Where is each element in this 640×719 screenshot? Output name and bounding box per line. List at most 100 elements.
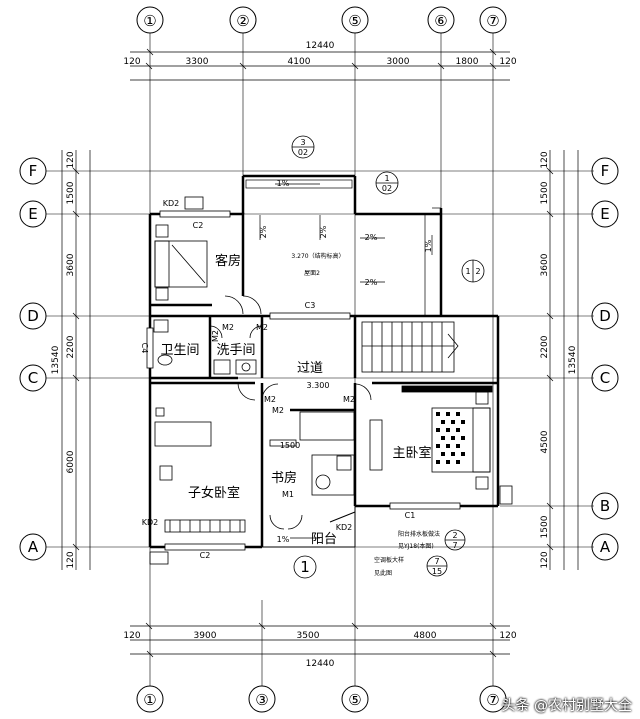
kd2-balcony: KD2 bbox=[336, 523, 353, 532]
door-m1: M1 bbox=[282, 490, 294, 499]
door-m2-4: M2 bbox=[264, 395, 276, 404]
left-dimension-lines bbox=[61, 150, 91, 570]
axis-label-left-A: A bbox=[28, 538, 39, 556]
bath-fixtures bbox=[153, 319, 257, 375]
dim-left-seg-1: 1500 bbox=[66, 181, 76, 204]
axis-label-right-F: F bbox=[601, 162, 610, 180]
dim-top-total: 12440 bbox=[306, 41, 335, 51]
detail-6-den: 15 bbox=[432, 567, 442, 576]
room-study: 书房 bbox=[271, 470, 297, 486]
dim-right-seg-5: 1500 bbox=[540, 515, 550, 538]
slope-right-2: 2% bbox=[365, 278, 378, 287]
kd2-top: KD2 bbox=[163, 199, 180, 208]
right-axis-bubbles bbox=[591, 157, 619, 561]
dim-bottom-seg-4: 120 bbox=[499, 631, 516, 641]
door-m2-6: M2 bbox=[343, 395, 355, 404]
ac-units bbox=[149, 196, 513, 565]
slope-mid: 2% bbox=[319, 225, 328, 238]
slope-balcony: 1% bbox=[277, 535, 290, 544]
axis-label-bottom-1: ① bbox=[143, 691, 156, 709]
dim-left-seg-3: 2200 bbox=[66, 335, 76, 358]
detail-1-num: 3 bbox=[300, 138, 305, 147]
door-m2-1: M2 bbox=[222, 323, 234, 332]
door-m2-3: M2 bbox=[211, 330, 220, 342]
slope-left: 2% bbox=[259, 225, 268, 238]
slope-top: 1% bbox=[277, 179, 290, 188]
axis-label-top-7: ⑦ bbox=[486, 12, 499, 30]
window-c2-bottom: C2 bbox=[200, 551, 211, 560]
stairs bbox=[361, 321, 459, 373]
dim-top-seg-5: 120 bbox=[499, 57, 516, 67]
dim-left-seg-2: 3600 bbox=[66, 253, 76, 276]
detail-6-num: 7 bbox=[434, 557, 439, 566]
room-master: 主卧室 bbox=[392, 445, 431, 461]
dim-right-seg-2: 3600 bbox=[540, 253, 550, 276]
children-desk bbox=[154, 407, 246, 533]
slope-far-right: 1% bbox=[424, 239, 433, 252]
bottom-dimension-lines bbox=[130, 622, 510, 658]
detail-1-den: 02 bbox=[298, 148, 308, 157]
dim-bottom-seg-1: 3900 bbox=[194, 631, 217, 641]
dim-right-seg-6: 120 bbox=[540, 551, 550, 568]
axis-label-left-D: D bbox=[27, 307, 39, 325]
axis-label-top-2: ② bbox=[236, 12, 249, 30]
door-m2-2: M2 bbox=[256, 323, 268, 332]
dim-left-seg-4: 6000 bbox=[66, 450, 76, 473]
roof-elevation-label: 3.270（结构标高） bbox=[291, 252, 344, 260]
dim-top-seg-1: 3300 bbox=[186, 57, 209, 67]
note-see-this: 见此图 bbox=[374, 569, 392, 577]
slope-arrows bbox=[259, 183, 433, 539]
dim-left-seg-5: 120 bbox=[66, 551, 76, 568]
window-c1: C1 bbox=[405, 511, 416, 520]
dim-right-seg-0: 120 bbox=[540, 151, 550, 168]
axis-label-right-D: D bbox=[599, 307, 611, 325]
slope-right-1: 2% bbox=[365, 233, 378, 242]
axis-label-top-6: ⑥ bbox=[434, 12, 447, 30]
note-ac-slab: 空调板大样 bbox=[374, 556, 404, 564]
dim-1500-study: 1500 bbox=[280, 441, 300, 450]
axis-label-right-B: B bbox=[600, 497, 610, 515]
detail-5-den: 7 bbox=[452, 541, 457, 550]
axis-label-bottom-3: ③ bbox=[255, 691, 268, 709]
door-m2-5: M2 bbox=[272, 406, 284, 415]
detail-4-num: 1 bbox=[300, 558, 310, 576]
detail-5-num: 2 bbox=[452, 531, 457, 540]
terrace-outline bbox=[245, 179, 441, 317]
dim-left-total: 13540 bbox=[51, 345, 61, 374]
dim-right-total: 13540 bbox=[568, 345, 578, 374]
axis-label-bottom-5: ⑤ bbox=[348, 691, 361, 709]
watermark: 头条 @农村别墅大全 bbox=[501, 698, 632, 714]
study-desk bbox=[269, 411, 355, 496]
dim-bottom-total: 12440 bbox=[306, 659, 335, 669]
detail-2-num: 1 bbox=[384, 174, 389, 183]
note-balcony-drain: 阳台排水板做法 bbox=[398, 530, 440, 538]
kd2-bottom-left: KD2 bbox=[142, 518, 159, 527]
dim-top-seg-0: 120 bbox=[123, 57, 140, 67]
room-balcony: 阳台 bbox=[311, 532, 337, 547]
bottom-axis-row bbox=[136, 685, 507, 713]
master-bed bbox=[369, 385, 493, 490]
dim-bottom-seg-3: 4800 bbox=[414, 631, 437, 641]
dim-bottom-seg-0: 120 bbox=[123, 631, 140, 641]
axis-label-top-5: ⑤ bbox=[348, 12, 361, 30]
detail-callouts bbox=[291, 135, 485, 579]
balcony-outline bbox=[262, 506, 356, 548]
left-axis-bubbles bbox=[19, 157, 47, 561]
note-see-yj18: 见YJ18(本图) bbox=[398, 542, 434, 550]
axis-label-right-A: A bbox=[600, 538, 611, 556]
window-c2-top: C2 bbox=[193, 221, 204, 230]
room-children: 子女卧室 bbox=[188, 485, 240, 501]
axis-label-left-E: E bbox=[28, 205, 37, 223]
windows bbox=[146, 210, 461, 551]
top-axis-row bbox=[136, 6, 507, 34]
dim-top-seg-4: 1800 bbox=[456, 57, 479, 67]
dim-top-seg-2: 4100 bbox=[288, 57, 311, 67]
guest-bed bbox=[154, 224, 208, 301]
right-dimension-lines bbox=[546, 150, 579, 570]
master-bed-pattern bbox=[436, 412, 465, 464]
axis-label-left-C: C bbox=[28, 369, 38, 387]
detail-3-den: 2 bbox=[475, 267, 480, 276]
axis-label-right-C: C bbox=[600, 369, 610, 387]
room-corridor: 过道 bbox=[297, 361, 323, 376]
